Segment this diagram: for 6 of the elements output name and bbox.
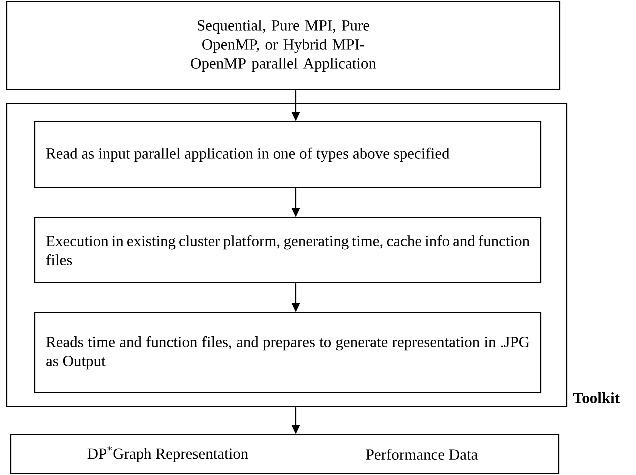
step-box: Execution in existing cluster platform, generating time, cache info and function files (34, 217, 542, 284)
input-box: Sequential, Pure MPI, Pure OpenMP, or Hybrid MPI-OpenMP parallel Application (6, 1, 561, 91)
output-box: DP$^{*}$Graph Representation Performance Data (10, 434, 560, 475)
node-label: Toolkit (573, 392, 620, 404)
step-box: Reads time and function files, and prepares to generate representation in .JPG as Output (34, 312, 542, 394)
step-box: Read as input parallel application in one of types above specified (34, 121, 542, 189)
